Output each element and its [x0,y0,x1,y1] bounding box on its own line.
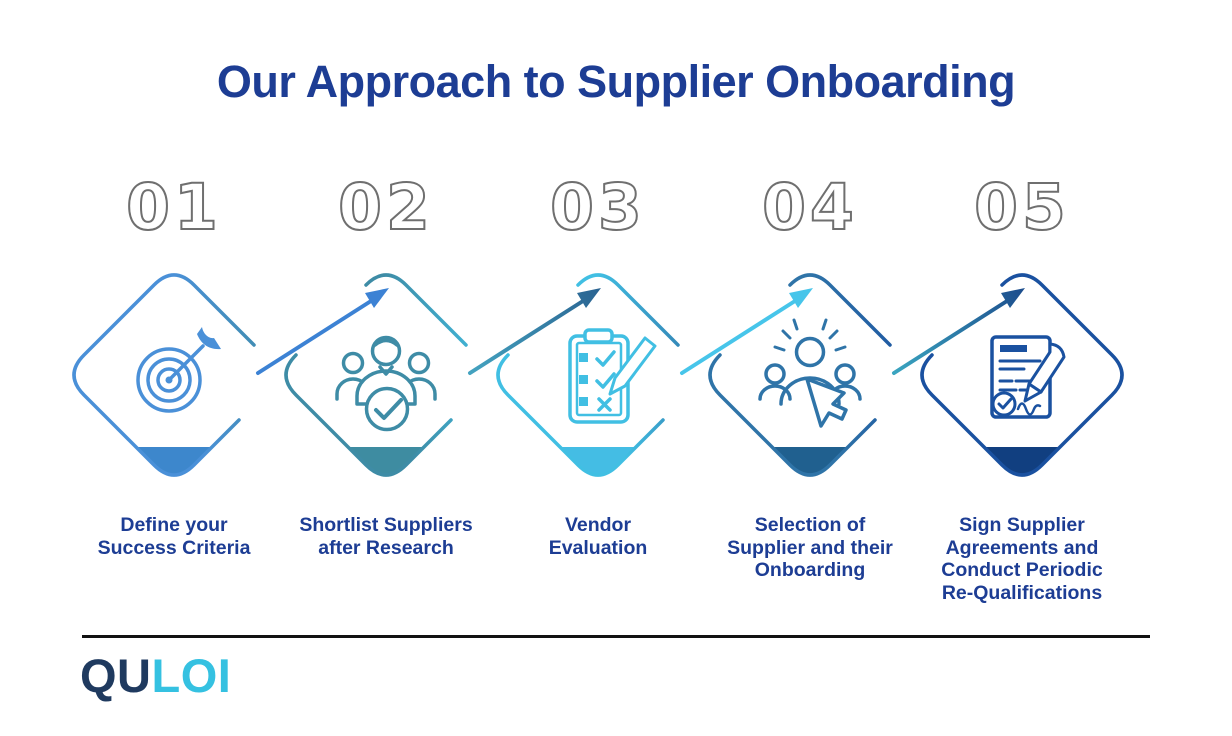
step-1: 01 Define your Success Criteria [68,0,280,620]
step-label: Shortlist Suppliers after Research [299,514,473,559]
step-4: 04 Selection of Supplier and their Onboa… [704,0,916,620]
step-5: 05 Sign Supplier Agreements and Conduct … [916,0,1128,620]
step-number: 02 [337,171,434,244]
step-label: Selection of Supplier and their Onboardi… [727,514,893,581]
page-title: Our Approach to Supplier Onboarding [216,56,1016,107]
step-3: 03 Vendor Evaluation [492,0,704,620]
step-number: 05 [973,171,1070,244]
step-number: 03 [549,171,646,244]
step-label: Define your Success Criteria [97,514,251,559]
footer-divider [82,635,1150,638]
step-label: Sign Supplier Agreements and Conduct Per… [941,514,1103,604]
step-2: 02 Shortlist Suppliers after Research [280,0,492,620]
step-number: 01 [125,171,222,244]
logo-part-qu: QU [80,649,152,702]
step-label: Vendor Evaluation [548,514,648,559]
logo-part-loi: LOI [151,649,232,702]
step-number: 04 [761,171,858,244]
quloi-logo: QULOI [80,650,231,702]
